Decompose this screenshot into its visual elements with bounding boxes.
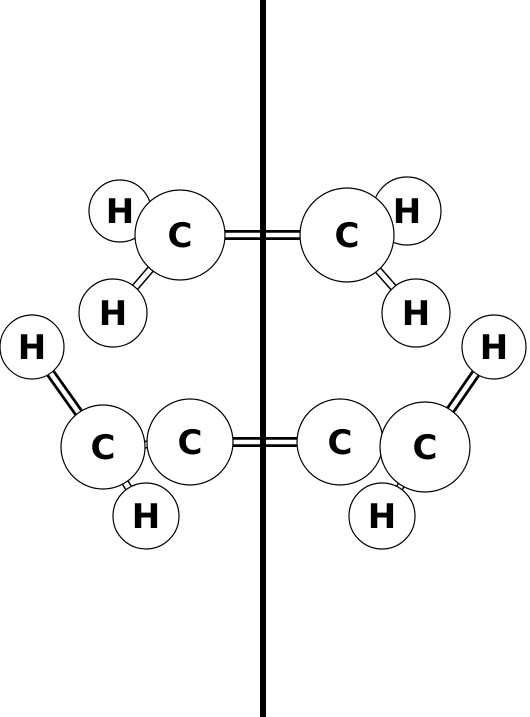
- atom-label: C: [91, 428, 116, 468]
- atom-sphere: [134, 189, 226, 281]
- atom-label: H: [480, 328, 508, 368]
- atom-c-c4: C: [146, 398, 234, 486]
- atom-label: C: [168, 216, 193, 256]
- atom-label: H: [18, 328, 46, 368]
- atom-label: C: [335, 216, 360, 256]
- atom-h-h5: H: [0, 314, 65, 380]
- atom-c-c1: C: [134, 189, 226, 281]
- atom-sphere: [348, 482, 416, 550]
- atom-sphere: [299, 187, 395, 283]
- atom-c-c3: C: [60, 404, 146, 490]
- atom-sphere: [112, 482, 180, 550]
- atom-label: H: [132, 497, 160, 537]
- atom-h-h4: H: [381, 278, 451, 348]
- atom-label: H: [393, 192, 421, 232]
- atom-h-h8: H: [348, 482, 416, 550]
- atom-h-h7: H: [461, 314, 527, 380]
- atom-label: H: [106, 192, 134, 232]
- atom-sphere: [146, 398, 234, 486]
- atom-c-c2: C: [299, 187, 395, 283]
- atom-h-h6: H: [112, 482, 180, 550]
- atom-sphere: [0, 314, 65, 380]
- atom-h-h2: H: [78, 278, 148, 348]
- atom-c-c5: C: [296, 398, 384, 486]
- atom-label: C: [178, 423, 203, 463]
- atom-c-c6: C: [379, 401, 471, 493]
- atom-sphere: [60, 404, 146, 490]
- atom-label: C: [413, 428, 438, 468]
- atom-label: H: [99, 294, 127, 334]
- atom-sphere: [461, 314, 527, 380]
- atom-label: C: [328, 423, 353, 463]
- atom-label: H: [402, 294, 430, 334]
- atom-sphere: [381, 278, 451, 348]
- atom-sphere: [78, 278, 148, 348]
- atom-sphere: [379, 401, 471, 493]
- atom-label: H: [368, 497, 396, 537]
